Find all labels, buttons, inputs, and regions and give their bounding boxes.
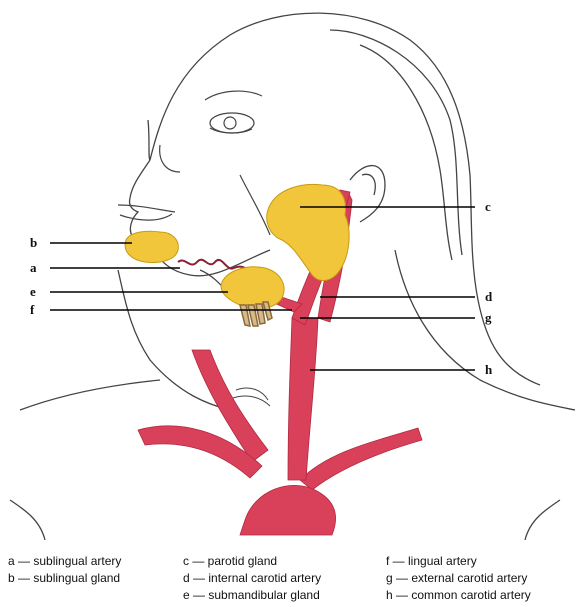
legend-item-e: e — submandibular gland [183,588,320,602]
legend-separator: — [389,554,408,568]
legend-label: sublingual gland [33,571,120,585]
callout-e: e [30,285,36,299]
legend-label: parotid gland [208,554,277,568]
legend-label: external carotid artery [411,571,527,585]
legend-item-a: a — sublingual artery [8,554,121,568]
callout-h: h [485,363,492,377]
callout-f: f [30,303,34,317]
legend-key: e [183,588,190,602]
parotid-gland [267,184,349,280]
legend-separator: — [190,588,209,602]
legend-item-g: g — external carotid artery [386,571,527,585]
callout-c: c [485,200,491,214]
aortic-arch [240,485,336,535]
eyebrow [205,91,262,100]
legend-label: internal carotid artery [208,571,321,585]
callout-a: a [30,261,37,275]
legend-key: g [386,571,393,585]
arteries [138,190,422,535]
legend-key: b [8,571,15,585]
legend-key: d [183,571,190,585]
common-carotid-artery [288,318,318,480]
cheek-line [240,175,270,235]
legend-separator: — [393,571,412,585]
nose [160,145,180,172]
callout-g: g [485,311,492,325]
legend-item-b: b — sublingual gland [8,571,120,585]
legend-item-d: d — internal carotid artery [183,571,321,585]
submandibular-gland [221,267,284,309]
sublingual-gland [125,231,178,262]
legend-label: common carotid artery [411,588,530,602]
legend-label: sublingual artery [33,554,121,568]
legend-separator: — [15,554,34,568]
hyoid-strands [240,302,272,326]
legend-item-c: c — parotid gland [183,554,277,568]
anatomy-figure [0,0,577,540]
legend-key: a [8,554,15,568]
legend-separator: — [15,571,34,585]
legend-key: h [386,588,393,602]
eye [210,113,254,133]
lips [118,205,175,212]
legend-separator: — [190,571,209,585]
callout-d: d [485,290,492,304]
legend-item-f: f — lingual artery [386,554,477,568]
callout-b: b [30,236,37,250]
iris [224,117,236,129]
legend-label: lingual artery [408,554,477,568]
brachiocephalic-artery [300,428,422,490]
legend-item-h: h — common carotid artery [386,588,531,602]
legend-separator: — [189,554,208,568]
legend-separator: — [393,588,412,602]
legend: a — sublingual artery b — sublingual gla… [0,552,577,607]
legend-label: submandibular gland [208,588,319,602]
